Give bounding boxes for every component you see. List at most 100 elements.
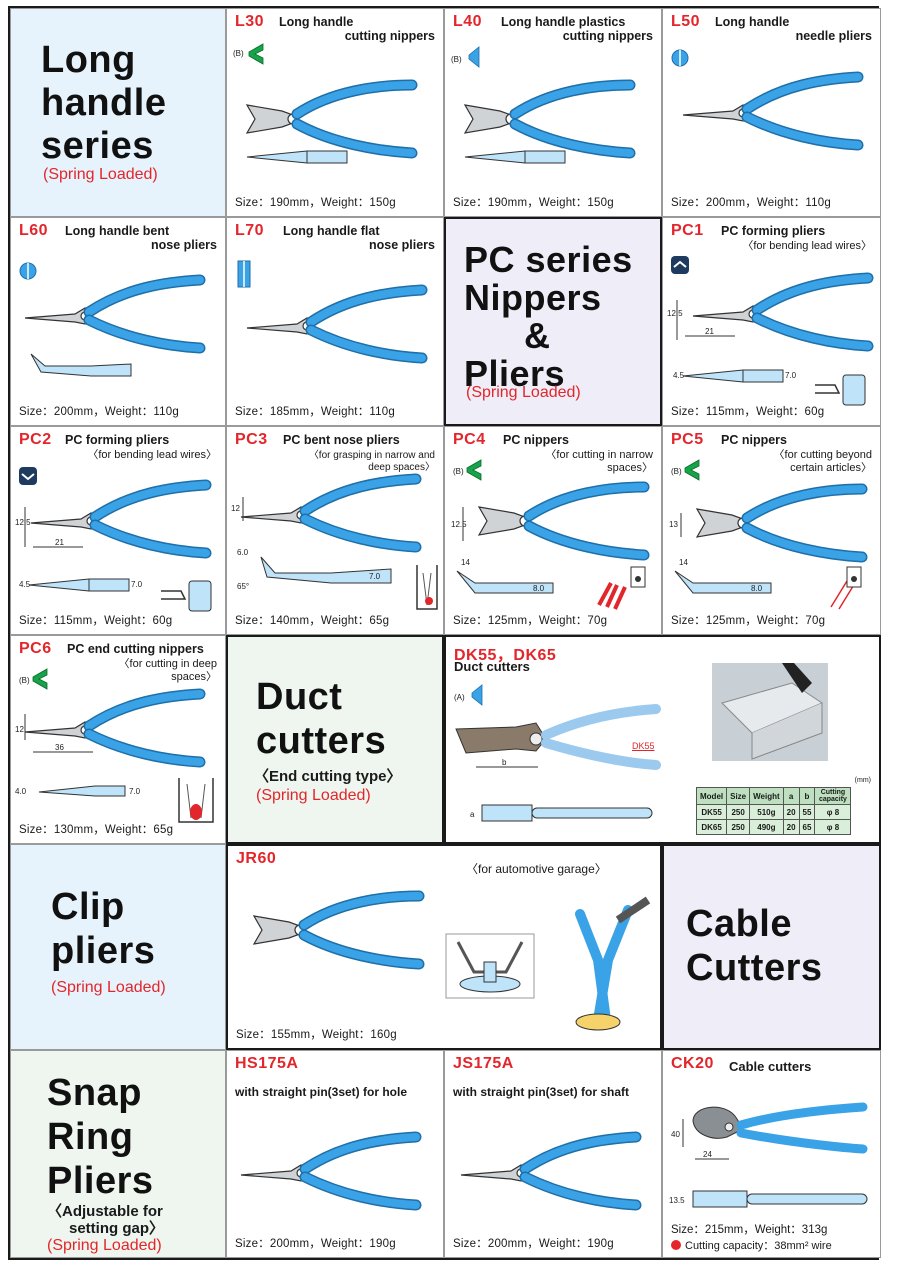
dim-tip: 7.0 <box>131 580 143 589</box>
table-cell: φ 8 <box>814 819 852 835</box>
dim-tip: 7.0 <box>785 371 797 380</box>
product-note: 〈for cutting in narrow <box>545 449 653 461</box>
title-line: series <box>41 125 154 167</box>
tip-profile-drawing: 13.5 <box>669 1190 868 1208</box>
dim-thickness: 4.0 <box>15 787 27 796</box>
product-spec: Size：215mm，Weight：313g <box>671 1224 828 1236</box>
product-pc5[interactable]: PC5 PC nippers 〈for cutting beyond certa… <box>662 426 881 635</box>
product-code: L40 <box>453 13 483 30</box>
name-line: Long handle bent <box>65 224 170 238</box>
lead-wire-icon <box>161 580 212 612</box>
tip-profile-drawing <box>246 150 348 164</box>
blade-shape-icon <box>466 459 482 481</box>
dimension-marks: 12.5 <box>451 507 467 541</box>
product-pc3[interactable]: PC3 PC bent nose pliers 〈for grasping in… <box>226 426 444 635</box>
product-js175a[interactable]: JS175A with straight pin(3set) for shaft… <box>444 1050 662 1258</box>
name-line: PC forming pliers <box>65 433 170 447</box>
title-line: Cutters <box>686 947 823 989</box>
unit-label: (mm) <box>854 777 871 784</box>
product-code: CK20 <box>671 1055 714 1072</box>
cable-cutters-panel: Cable Cutters <box>662 844 881 1050</box>
table-cell: 250 <box>726 819 751 835</box>
name-line: PC bent nose pliers <box>283 433 400 447</box>
nipper-drawing <box>677 485 877 565</box>
capacity-text: Cutting capacity：38mm² wire <box>685 1240 832 1252</box>
product-ck20[interactable]: CK20 Cable cutters 40 24 13.5 Size：215mm… <box>662 1050 881 1258</box>
name-line: needle pliers <box>795 29 872 43</box>
nipper-drawing <box>227 81 427 161</box>
nipper-drawing <box>459 483 659 563</box>
product-pc1[interactable]: PC1 PC forming pliers 〈for bending lead … <box>662 217 881 426</box>
table-cell: DK65 <box>695 819 728 835</box>
product-code: PC2 <box>19 431 52 448</box>
dimension-marks: b <box>476 758 538 768</box>
subtitle-line: setting gap〉 <box>69 1220 165 1237</box>
table-row: DK55 250 510g 20 55 φ 8 <box>695 804 852 820</box>
product-spec: Size：155mm，Weight：160g <box>236 1029 397 1041</box>
name-line: Long handle flat <box>283 224 380 238</box>
dim-angle: 65° <box>237 582 249 591</box>
product-spec: Size：140mm，Weight：65g <box>235 615 390 627</box>
product-note: 〈for cutting in deep <box>118 658 217 670</box>
flat-nose-plier-drawing <box>237 288 437 368</box>
product-spec: Size：190mm，Weight：150g <box>235 197 396 209</box>
dim-height: 12.5 <box>451 520 467 529</box>
table-row: DK65 250 490g 20 65 φ 8 <box>695 819 852 835</box>
product-pc2[interactable]: PC2 PC forming pliers 〈for bending lead … <box>10 426 226 635</box>
forming-jaw-icon <box>671 256 689 274</box>
cable-cutters-title: Cable Cutters <box>686 902 823 990</box>
lead-wire-icon <box>815 374 866 406</box>
spring-loaded-label: (Spring Loaded) <box>256 787 371 804</box>
table-header-cell: a <box>782 787 800 805</box>
dim-b: b <box>502 758 507 767</box>
snap-ring-plier-drawing <box>451 1135 651 1215</box>
title-line: pliers <box>51 930 156 972</box>
dim-a: a <box>470 810 475 819</box>
product-code: JR60 <box>236 850 277 867</box>
title-line: PC series <box>464 239 633 280</box>
title-line: Ring <box>47 1116 134 1158</box>
tip-profile-drawing: 4.0 7.0 <box>15 785 141 797</box>
tip-profile-drawing <box>464 150 566 164</box>
table-cell: φ 8 <box>814 804 852 820</box>
table-cell: 65 <box>798 819 816 835</box>
product-code: JS175A <box>453 1055 514 1072</box>
title-line: & <box>524 315 551 356</box>
product-code: HS175A <box>235 1055 299 1072</box>
product-note: 〈for grasping in narrow and <box>308 450 435 461</box>
product-pc6[interactable]: PC6 PC end cutting nippers 〈for cutting … <box>10 635 226 844</box>
wiring-duct-graphic <box>712 663 828 761</box>
name-line: cutting nippers <box>562 29 653 43</box>
table-header-row: Model Size Weight a b Cutting capacity <box>695 787 852 805</box>
product-name: with straight pin(3set) for hole <box>235 1085 408 1099</box>
table-header-cell: Model <box>695 787 728 805</box>
product-jr60[interactable]: JR60 〈for automotive garage〉 Size：155mm，… <box>226 844 662 1050</box>
product-note: spaces〉 <box>171 671 217 683</box>
name-line: Long handle <box>279 15 354 29</box>
product-hs175a[interactable]: HS175A with straight pin(3set) for hole … <box>226 1050 444 1258</box>
bent-nose-plier-drawing <box>15 278 215 358</box>
dim-width: 6.0 <box>237 548 249 557</box>
flat-nose-icon <box>237 260 251 288</box>
cutting-capacity: Cutting capacity：38mm² wire <box>671 1237 832 1253</box>
product-pc4[interactable]: PC4 PC nippers 〈for cutting in narrow sp… <box>444 426 662 635</box>
dim-thickness: 4.5 <box>673 371 685 380</box>
table-header-cell: Cutting capacity <box>814 787 852 805</box>
product-note: 〈for automotive garage〉 <box>466 862 607 876</box>
duct-cutter-drawing <box>455 704 661 770</box>
title-line: Duct <box>256 676 343 718</box>
product-dk55-dk65[interactable]: DK55，DK65 Duct cutters (A) DK55 b a (mm) <box>444 635 881 844</box>
dim-length: 21 <box>705 327 714 336</box>
name-line: PC forming pliers <box>721 224 826 238</box>
blade-label: (B) <box>451 55 462 64</box>
blade-shape-icon <box>32 668 48 690</box>
dimension-marks: 12 <box>231 497 244 521</box>
clip-pliers-title: Clip pliers <box>51 885 155 973</box>
name-line: Long handle <box>715 15 790 29</box>
